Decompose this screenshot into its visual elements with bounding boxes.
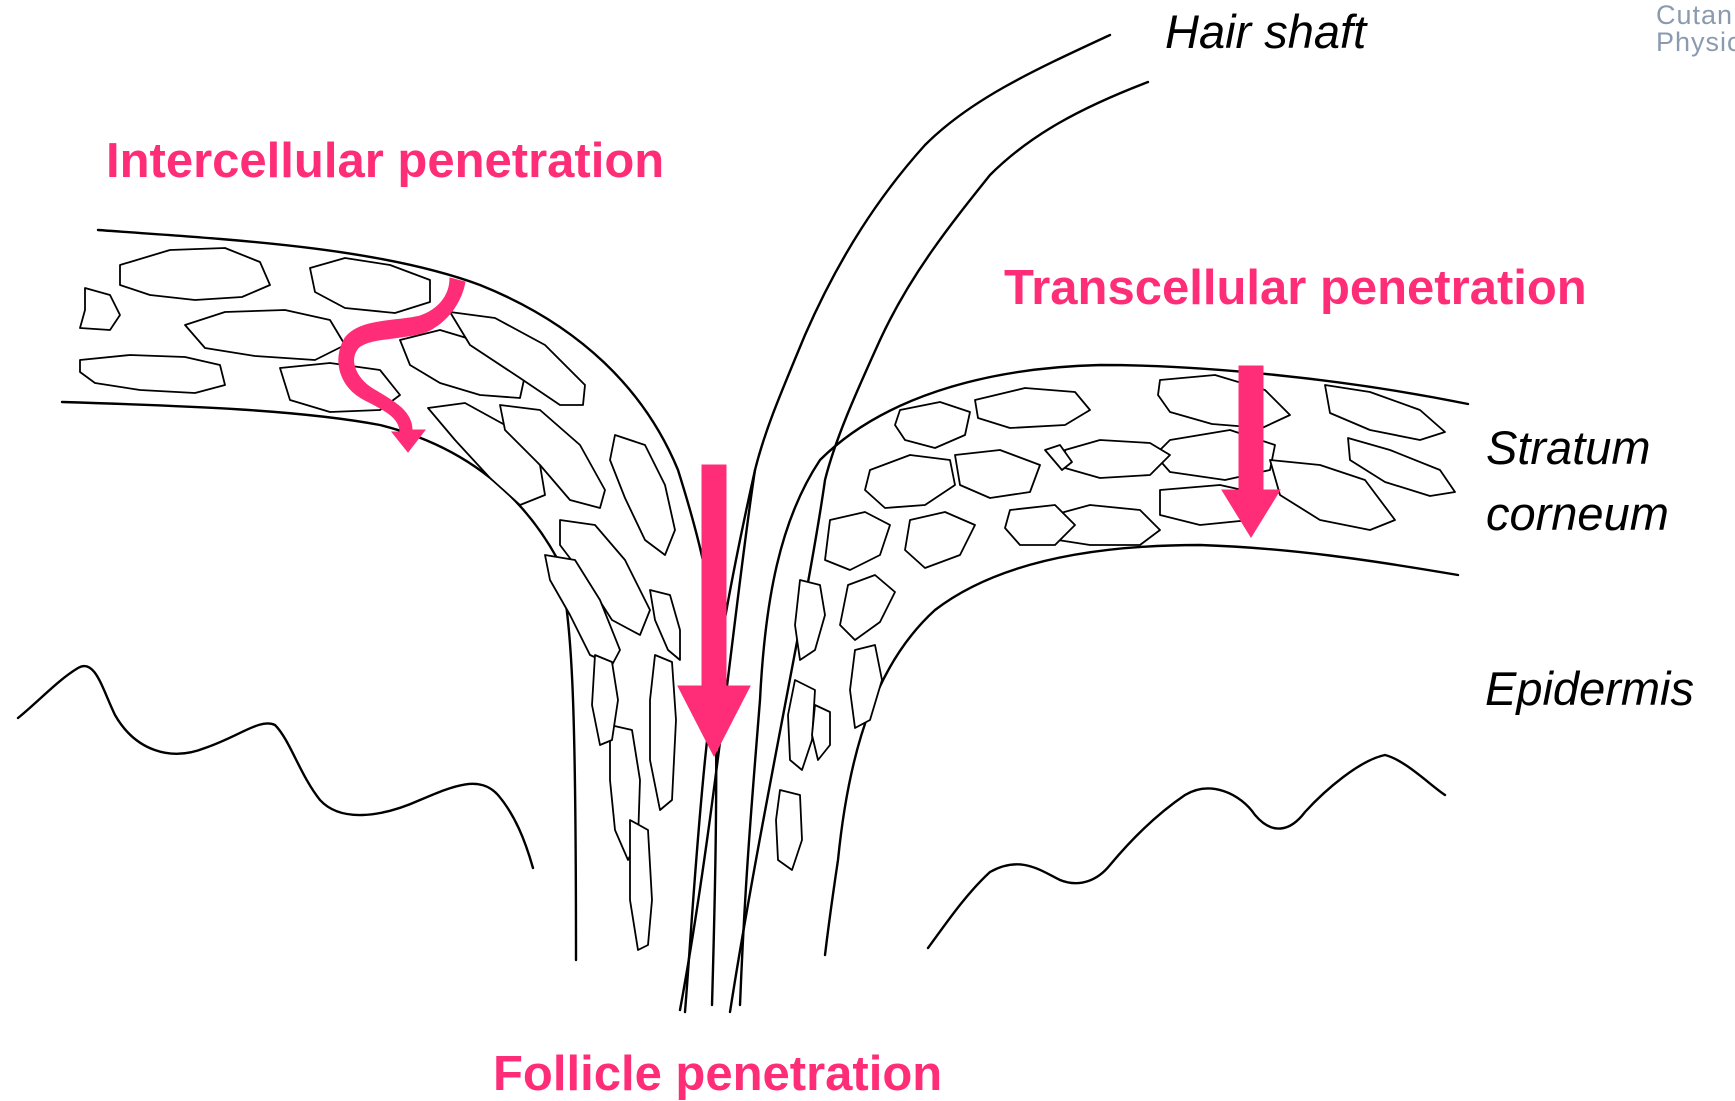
- stratum-corneum-left: [62, 230, 716, 1005]
- corneocyte: [610, 435, 675, 555]
- corneocyte: [812, 705, 830, 760]
- corneocyte: [650, 655, 676, 810]
- follicle-arrow-head: [678, 686, 750, 756]
- corneocyte: [955, 450, 1040, 498]
- transcellular-penetration-label: Transcellular penetration: [1004, 264, 1587, 313]
- right-band-bottom-line: [825, 545, 1458, 955]
- corneocyte: [975, 388, 1090, 428]
- corneocyte: [1325, 385, 1445, 440]
- corneocyte: [80, 355, 225, 393]
- logo-line-2: Physic: [1656, 29, 1735, 56]
- corneocyte: [905, 512, 975, 568]
- epidermis-right-boundary: [928, 755, 1445, 948]
- corneocyte: [80, 288, 120, 330]
- stratum-corneum-right: [740, 365, 1468, 1005]
- stratum-corneum-label-line2: corneum: [1486, 490, 1669, 537]
- corneocyte: [185, 310, 345, 360]
- corneocyte: [650, 590, 680, 660]
- intercellular-penetration-label: Intercellular penetration: [106, 137, 664, 186]
- corneocyte: [1065, 440, 1170, 478]
- stratum-corneum-label-line1: Stratum: [1486, 424, 1651, 471]
- corneocyte: [1158, 375, 1290, 428]
- corneocyte: [840, 575, 895, 640]
- corneocyte: [592, 655, 618, 745]
- corneocyte: [776, 790, 802, 870]
- corneocyte: [120, 248, 270, 300]
- corneocyte: [865, 455, 955, 508]
- hair-shaft-label: Hair shaft: [1165, 8, 1366, 55]
- epidermis-left-boundary: [18, 666, 533, 868]
- epidermis-label: Epidermis: [1485, 665, 1694, 712]
- corner-logo: Cutan Physic: [1656, 2, 1735, 56]
- corneocyte: [825, 512, 890, 570]
- follicle-arrow-shaft: [702, 465, 726, 690]
- transcellular-arrow-shaft: [1239, 366, 1263, 494]
- corneocyte: [895, 402, 970, 448]
- corneocyte: [630, 820, 652, 950]
- corneocyte: [795, 580, 825, 660]
- logo-line-1: Cutan: [1656, 2, 1735, 29]
- corneocyte: [850, 645, 882, 728]
- follicle-penetration-label: Follicle penetration: [493, 1050, 942, 1099]
- corneocyte: [788, 680, 815, 770]
